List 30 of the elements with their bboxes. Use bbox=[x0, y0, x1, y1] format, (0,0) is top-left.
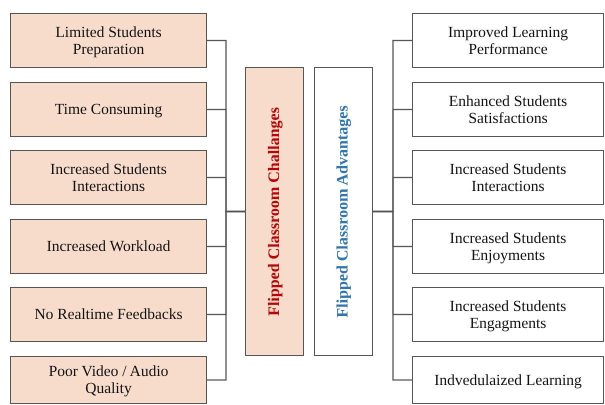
item-text: Limited Students Preparation bbox=[54, 24, 163, 58]
connector-line bbox=[373, 210, 412, 381]
item-text: Increased Students Enjoyments bbox=[448, 230, 568, 264]
item-text: No Realtime Feedbacks bbox=[34, 306, 183, 323]
item-box bbox=[412, 13, 604, 68]
item-text: Indvedulaized Learning bbox=[434, 372, 582, 388]
item-box bbox=[412, 82, 604, 137]
item-box bbox=[412, 150, 604, 205]
item-text: Poor Video / Audio Quality bbox=[48, 363, 170, 397]
heading-text: Flipped Classroom Advantages bbox=[335, 105, 352, 318]
title-box bbox=[245, 67, 304, 356]
item-box bbox=[412, 219, 604, 274]
item-box bbox=[10, 150, 207, 205]
item-box bbox=[10, 356, 207, 404]
item-text: Improved Learning Performance bbox=[446, 24, 570, 58]
item-box bbox=[10, 13, 207, 68]
item-text: Enhanced Students Satisfactions bbox=[448, 92, 568, 126]
item-box bbox=[10, 287, 207, 342]
item-text: Increased Students Interactions bbox=[49, 160, 168, 194]
item-box bbox=[412, 287, 604, 342]
item-box bbox=[10, 219, 207, 274]
item-text: Increased Students Interactions bbox=[448, 160, 568, 194]
item-box bbox=[10, 82, 207, 137]
connector-line bbox=[207, 210, 245, 381]
title-box bbox=[314, 67, 373, 356]
item-text: Increased Workload bbox=[46, 238, 170, 255]
item-text: Increased Students Engagments bbox=[448, 298, 568, 332]
item-box bbox=[412, 356, 604, 404]
item-text: Time Consuming bbox=[54, 101, 162, 118]
heading-text: Flipped Classroom Challanges bbox=[266, 107, 283, 316]
